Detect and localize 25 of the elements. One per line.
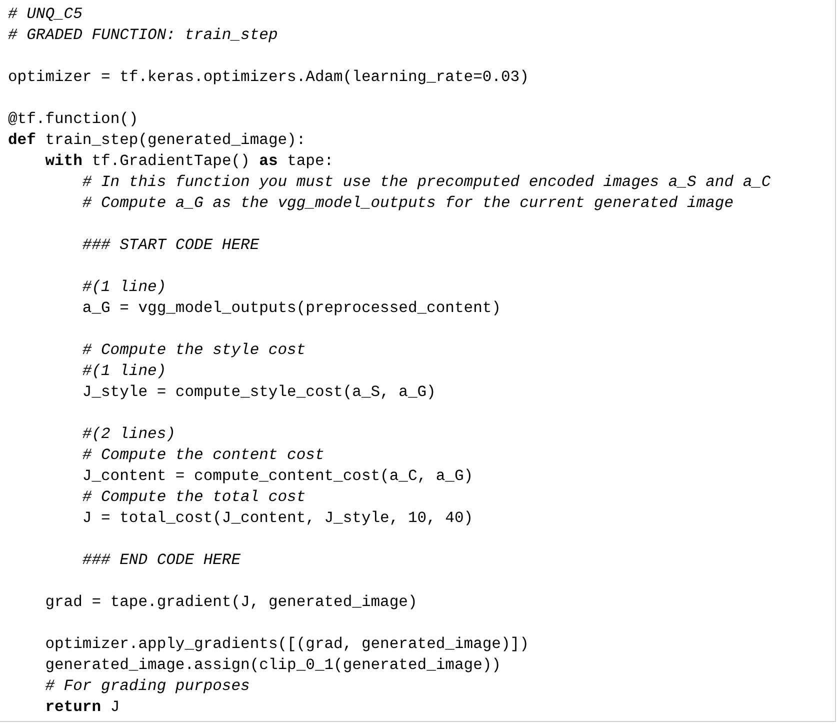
- code-line: generated_image.assign(clip_0_1(generated_image)): [45, 655, 501, 676]
- code-line: J_style = compute_style_cost(a_S, a_G): [82, 382, 436, 403]
- code-line: ### END CODE HERE: [82, 550, 241, 571]
- code-line: return J: [45, 697, 120, 718]
- code-line: # GRADED FUNCTION: train_step: [8, 25, 278, 46]
- code-line: # In this function you must use the precomputed encoded images a_S and a_C: [82, 172, 771, 193]
- code-line: # Compute a_G as the vgg_model_outputs for the current generated image: [82, 193, 734, 214]
- code-line: def train_step(generated_image):: [8, 130, 306, 151]
- code-line: grad = tape.gradient(J, generated_image): [45, 592, 418, 613]
- code-line: optimizer = tf.keras.optimizers.Adam(learning_rate=0.03): [8, 67, 529, 88]
- code-line: with tf.GradientTape() as tape:: [45, 151, 334, 172]
- code-line: optimizer.apply_gradients([(grad, generated_image)]): [45, 634, 529, 655]
- code-line: #(2 lines): [82, 424, 176, 445]
- code-line: #(1 line): [82, 277, 166, 298]
- code-line: # Compute the content cost: [82, 445, 324, 466]
- code-line: # Compute the style cost: [82, 340, 306, 361]
- code-line: # For grading purposes: [45, 676, 250, 697]
- code-line: J_content = compute_content_cost(a_C, a_G): [82, 466, 474, 487]
- code-line: # UNQ_C5: [8, 4, 82, 25]
- code-line: J = total_cost(J_content, J_style, 10, 40): [82, 508, 474, 529]
- code-line: #(1 line): [82, 361, 166, 382]
- code-line: # Compute the total cost: [82, 487, 306, 508]
- code-line: ### START CODE HERE: [82, 235, 260, 256]
- code-line: a_G = vgg_model_outputs(preprocessed_content): [82, 298, 501, 319]
- code-line: @tf.function(): [8, 109, 138, 130]
